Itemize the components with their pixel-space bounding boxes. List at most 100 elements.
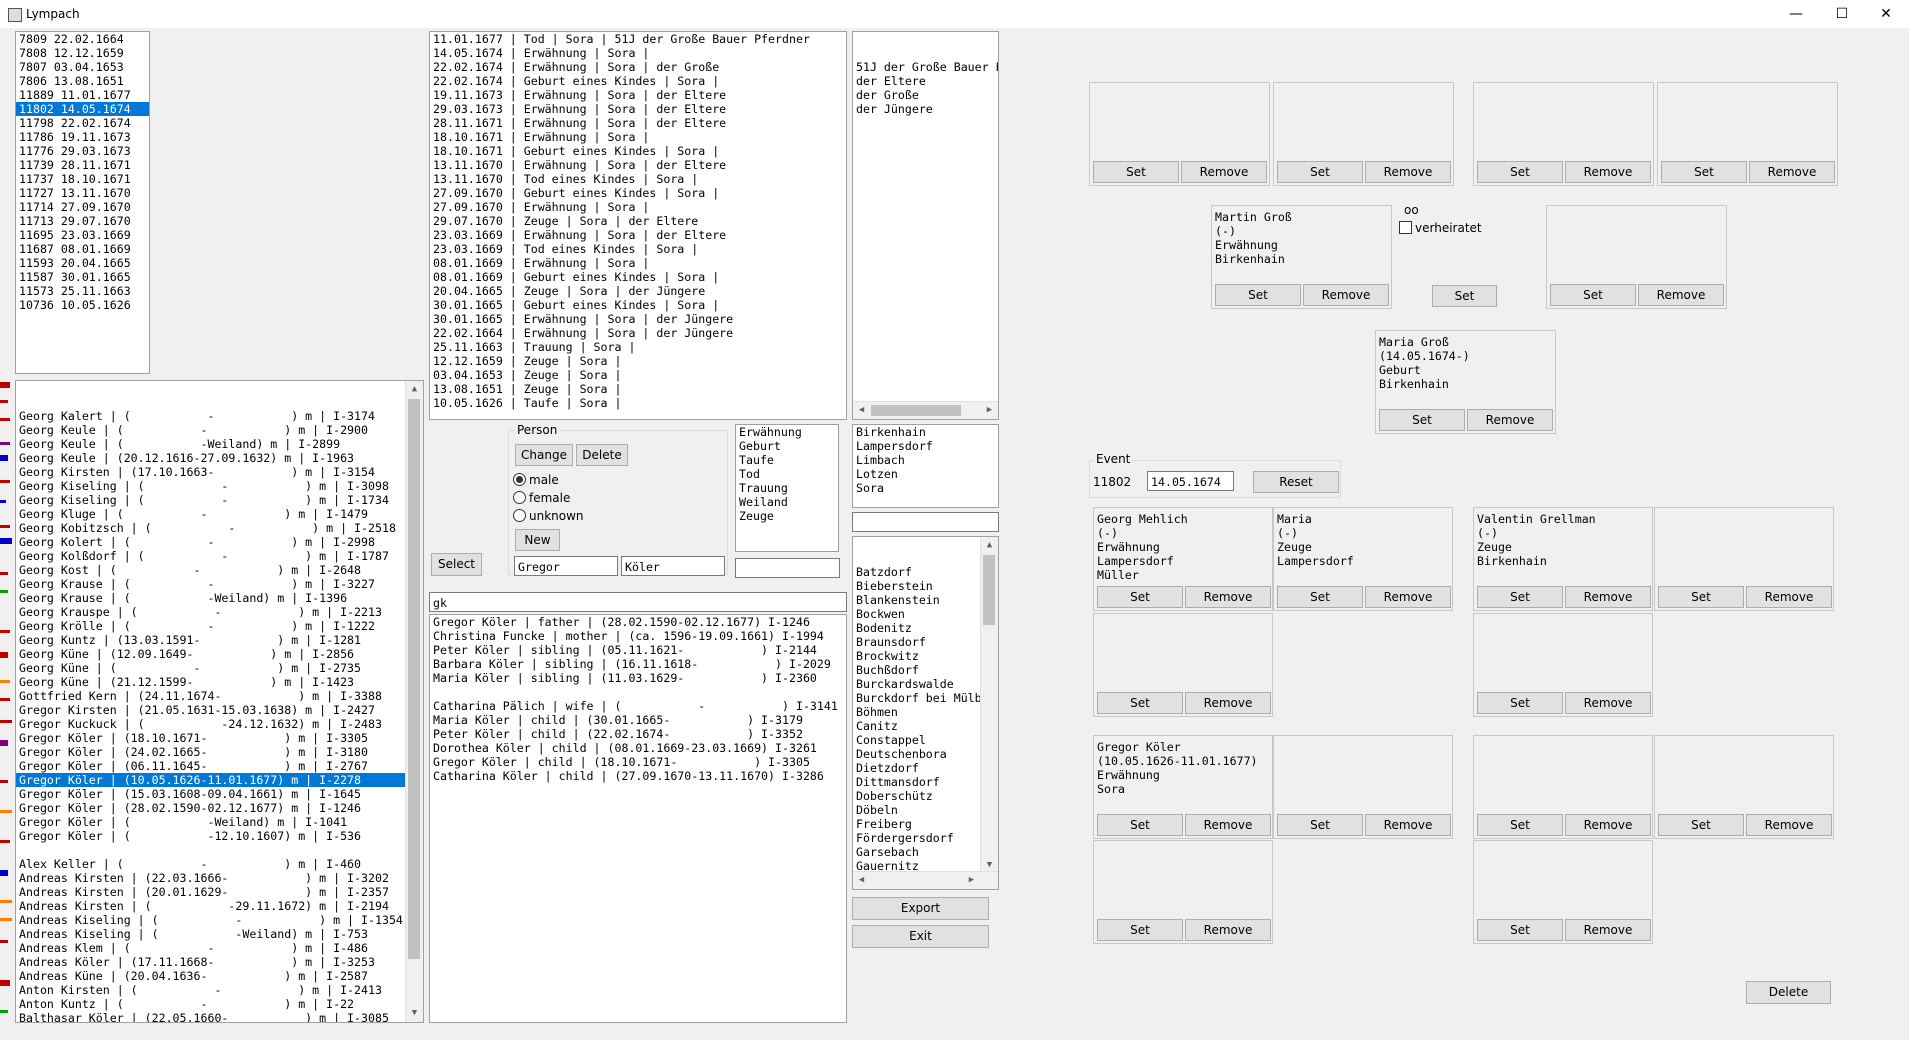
places-vscrollbar[interactable]: ▲ ▼	[980, 537, 998, 874]
record-list-item[interactable]: 11776 29.03.1673	[19, 144, 131, 158]
event-list-item[interactable]: 23.03.1669 | Erwähnung | Sora | der Elte…	[433, 228, 727, 242]
person-list-item[interactable]: Andreas Küne | (20.04.1636- ) m | I-2587	[19, 969, 369, 983]
event-list-item[interactable]: 30.01.1665 | Erwähnung | Sora | der Jüng…	[433, 312, 734, 326]
scroll-thumb[interactable]	[408, 399, 420, 959]
new-button[interactable]: New	[515, 529, 560, 551]
relation-list-item[interactable]: Catharina Köler | child | (27.09.1670-13…	[433, 769, 824, 783]
person-list-item[interactable]: Georg Küne | (21.12.1599- ) m | I-1423	[19, 675, 355, 689]
all-places-item[interactable]: Burckardswalde	[856, 677, 954, 691]
record-list-item[interactable]: 10736 10.05.1626	[19, 298, 131, 312]
all-places-item[interactable]: Bodenitz	[856, 621, 912, 635]
relation-list-item[interactable]: Gregor Köler | child | (18.10.1671- ) I-…	[433, 755, 810, 769]
remove-button[interactable]: Remove	[1185, 692, 1271, 714]
set-button[interactable]: Set	[1277, 161, 1363, 183]
event-list-item[interactable]: 19.11.1673 | Erwähnung | Sora | der Elte…	[433, 88, 727, 102]
event-list-item[interactable]: 29.03.1673 | Erwähnung | Sora | der Elte…	[433, 102, 727, 116]
person-list-item[interactable]: Georg Kolßdorf | ( - ) m | I-1787	[19, 549, 389, 563]
person-list-item[interactable]: Andreas Kiseling | ( - ) m | I-1354	[19, 913, 403, 927]
all-places-item[interactable]: Brockwitz	[856, 649, 919, 663]
event-type-item[interactable]: Weiland	[739, 495, 788, 509]
relation-list-item[interactable]: Gregor Köler | father | (28.02.1590-02.1…	[433, 615, 810, 629]
event-list-item[interactable]: 13.11.1670 | Tod eines Kindes | Sora |	[433, 172, 699, 186]
set-button[interactable]: Set	[1477, 586, 1563, 608]
delete-person-button[interactable]: Delete	[576, 444, 628, 466]
person-list-item[interactable]: Gregor Köler | (06.11.1645- ) m | I-2767	[19, 759, 369, 773]
married-checkbox[interactable]: verheiratet	[1399, 221, 1482, 235]
person-list-item[interactable]: Georg Krause | ( - ) m | I-3227	[19, 577, 375, 591]
event-list-item[interactable]: 22.02.1664 | Erwähnung | Sora | der Jüng…	[433, 326, 734, 340]
remove-button[interactable]: Remove	[1185, 919, 1271, 941]
remove-button[interactable]: Remove	[1565, 161, 1651, 183]
person-list-item[interactable]: Andreas Köler | (17.11.1668- ) m | I-325…	[19, 955, 375, 969]
remove-button[interactable]: Remove	[1181, 161, 1267, 183]
place-list-item[interactable]: Sora	[856, 481, 884, 495]
change-button[interactable]: Change	[515, 444, 573, 466]
event-list[interactable]: 11.01.1677 | Tod | Sora | 51J der Große …	[429, 31, 847, 420]
set-button[interactable]: Set	[1277, 586, 1363, 608]
relation-list-item[interactable]: Christina Funcke | mother | (ca. 1596-19…	[433, 629, 824, 643]
person-list-item[interactable]: Georg Keule | (20.12.1616-27.09.1632) m …	[19, 451, 355, 465]
all-places-item[interactable]: Blankenstein	[856, 593, 940, 607]
exit-button[interactable]: Exit	[852, 925, 989, 948]
person-list-item[interactable]: Gregor Kirsten | (21.05.1631-15.03.1638)…	[19, 703, 375, 717]
scroll-thumb[interactable]	[983, 555, 995, 625]
notes-list-item[interactable]: der Eltere	[856, 74, 926, 88]
remove-button[interactable]: Remove	[1746, 586, 1832, 608]
record-list-item[interactable]: 11889 11.01.1677	[19, 88, 131, 102]
first-name-input[interactable]: Gregor	[514, 556, 618, 576]
person-list-item[interactable]: Alex Keller | ( - ) m | I-460	[19, 857, 362, 871]
remove-button[interactable]: Remove	[1565, 586, 1651, 608]
scroll-down-icon[interactable]: ▼	[986, 860, 993, 870]
event-type-item[interactable]: Tod	[739, 467, 760, 481]
person-list-item[interactable]: Gottfried Kern | (24.11.1674- ) m | I-33…	[19, 689, 382, 703]
set-button[interactable]: Set	[1097, 814, 1183, 836]
person-list-item[interactable]: Gregor Köler | (28.02.1590-02.12.1677) m…	[19, 801, 362, 815]
event-list-item[interactable]: 11.01.1677 | Tod | Sora | 51J der Große …	[433, 32, 810, 46]
all-places-item[interactable]: Gauernitz	[856, 859, 919, 873]
event-list-item[interactable]: 28.11.1671 | Erwähnung | Sora | der Elte…	[433, 116, 727, 130]
relation-list-item[interactable]: Catharina Pälich | wife | ( - ) I-3141	[433, 699, 838, 713]
person-list-item[interactable]: Georg Kiseling | ( - ) m | I-3098	[19, 479, 389, 493]
person-list-item[interactable]: Gregor Köler | ( -Weiland) m | I-1041	[19, 815, 348, 829]
scroll-up-icon[interactable]: ▲	[986, 540, 993, 550]
event-list-item[interactable]: 29.07.1670 | Zeuge | Sora | der Eltere	[433, 214, 699, 228]
event-list-item[interactable]: 12.12.1659 | Zeuge | Sora |	[433, 354, 622, 368]
person-list-item[interactable]: Georg Kalert | ( - ) m | I-3174	[19, 409, 375, 423]
remove-button[interactable]: Remove	[1565, 919, 1651, 941]
set-button[interactable]: Set	[1658, 586, 1744, 608]
person-list-item[interactable]: Georg Küne | (12.09.1649- ) m | I-2856	[19, 647, 355, 661]
person-list-item[interactable]: Gregor Kuckuck | ( -24.12.1632) m | I-24…	[19, 717, 382, 731]
remove-button[interactable]: Remove	[1365, 586, 1451, 608]
event-type-input[interactable]	[735, 558, 840, 578]
unknown-radio[interactable]: unknown	[513, 509, 584, 523]
person-list-item[interactable]: Andreas Kirsten | (20.01.1629- ) m | I-2…	[19, 885, 389, 899]
all-places-item[interactable]: Garsebach	[856, 845, 919, 859]
event-list-item[interactable]: 18.10.1671 | Geburt eines Kindes | Sora …	[433, 144, 720, 158]
record-list-item[interactable]: 11587 30.01.1665	[19, 270, 131, 284]
person-list-item[interactable]: Gregor Köler | (24.02.1665- ) m | I-3180	[19, 745, 369, 759]
scroll-thumb[interactable]	[871, 405, 961, 416]
person-list-item[interactable]: Andreas Klem | ( - ) m | I-486	[19, 941, 369, 955]
person-list-item[interactable]: Georg Krauspe | ( - ) m | I-2213	[19, 605, 382, 619]
marriage-set-button[interactable]: Set	[1432, 285, 1497, 307]
set-button[interactable]: Set	[1277, 814, 1363, 836]
person-list-item[interactable]: Gregor Köler | (10.05.1626-11.01.1677) m…	[16, 773, 423, 787]
all-places-item[interactable]: Döbeln	[856, 803, 898, 817]
record-list-item[interactable]: 11798 22.02.1674	[19, 116, 131, 130]
scroll-up-icon[interactable]: ▲	[411, 384, 418, 394]
person-list-item[interactable]: Georg Kirsten | (17.10.1663- ) m | I-315…	[19, 465, 375, 479]
notes-list-item[interactable]: der Jüngere	[856, 102, 933, 116]
person-list-item[interactable]: Georg Kluge | ( - ) m | I-1479	[19, 507, 369, 521]
event-list-item[interactable]: 14.05.1674 | Erwähnung | Sora |	[433, 46, 650, 60]
all-places-item[interactable]: Bockwen	[856, 607, 905, 621]
remove-button[interactable]: Remove	[1185, 586, 1271, 608]
last-name-input[interactable]: Köler	[621, 556, 725, 576]
notes-list-item[interactable]: der Große	[856, 88, 919, 102]
person-list-item[interactable]: Andreas Kirsten | ( -29.11.1672) m | I-2…	[19, 899, 389, 913]
event-type-item[interactable]: Erwähnung	[739, 425, 802, 439]
all-places-item[interactable]: Constappel	[856, 733, 926, 747]
event-list-item[interactable]: 03.04.1653 | Zeuge | Sora |	[433, 368, 622, 382]
